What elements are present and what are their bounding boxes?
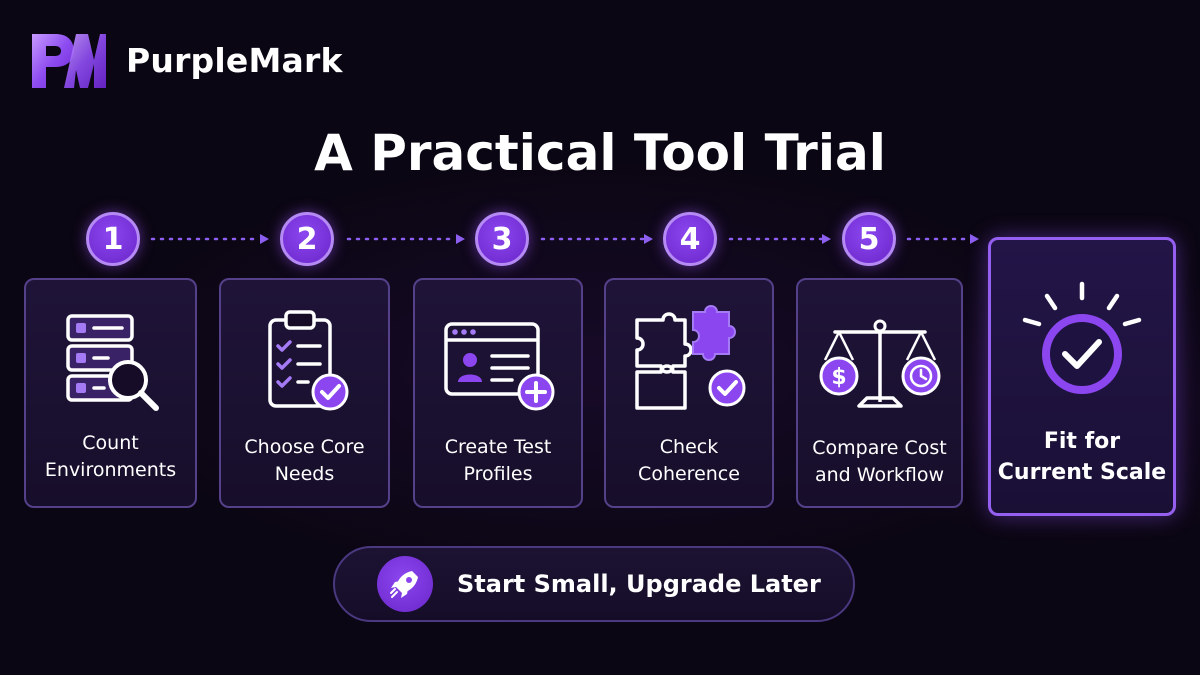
footer-pill: Start Small, Upgrade Later (333, 546, 855, 622)
step-card-count-environments: Count Environments (24, 278, 197, 508)
connector-arrow-4 (728, 234, 831, 244)
step-number-1: 1 (86, 212, 140, 266)
step-label-4: Check Coherence (638, 436, 740, 485)
balance-scale-icon: $ (819, 319, 940, 408)
step-card-create-test-profiles: Create Test Profiles (413, 278, 583, 508)
purplemark-logo-icon (32, 34, 106, 88)
profile-window-icon (444, 322, 555, 411)
step-label-1: Count Environments (44, 432, 177, 481)
footer-label: Start Small, Upgrade Later (457, 570, 821, 598)
step-number-2: 2 (280, 212, 334, 266)
step-card-compare-cost-workflow: $ Compare Cost and Workflow (796, 278, 963, 508)
result-card-fit-for-current-scale: Fit for Current Scale (988, 237, 1176, 516)
step-card-choose-core-needs: Choose Core Needs (219, 278, 390, 508)
step-label-3: Create Test Profiles (444, 436, 552, 485)
puzzle-check-icon (635, 305, 746, 410)
svg-text:$: $ (831, 365, 846, 390)
checkmark-burst-icon (1022, 281, 1142, 394)
page-title: A Practical Tool Trial (314, 124, 886, 182)
connector-arrow-1 (150, 234, 269, 244)
rocket-icon (377, 556, 433, 612)
step-label-5: Compare Cost and Workflow (812, 437, 947, 486)
result-label: Fit for Current Scale (997, 429, 1167, 485)
connector-arrow-2 (346, 234, 465, 244)
step-label-2: Choose Core Needs (244, 436, 365, 485)
brand: PurpleMark (30, 30, 343, 90)
step-number-5: 5 (842, 212, 896, 266)
connector-arrow-5 (906, 234, 979, 244)
step-number-4: 4 (663, 212, 717, 266)
server-search-icon (65, 314, 159, 411)
connector-arrow-3 (540, 234, 653, 244)
step-number-3: 3 (475, 212, 529, 266)
clipboard-checklist-icon (267, 310, 348, 411)
brand-name: PurpleMark (126, 40, 343, 80)
step-card-check-coherence: Check Coherence (604, 278, 774, 508)
